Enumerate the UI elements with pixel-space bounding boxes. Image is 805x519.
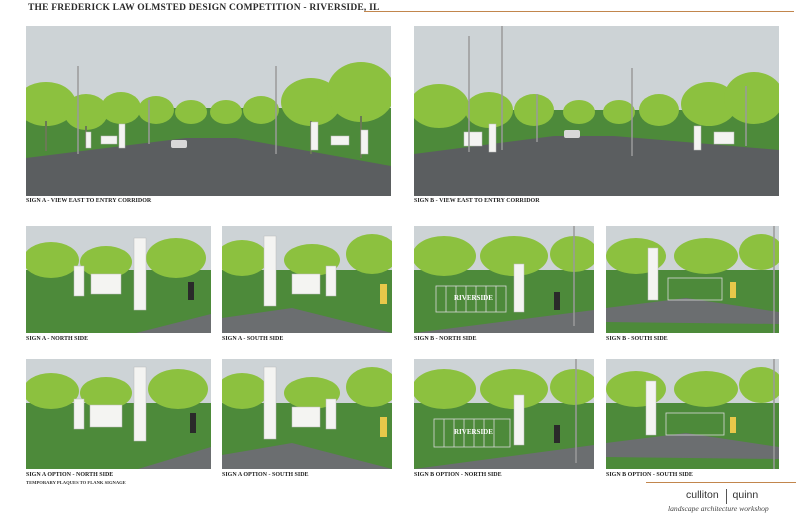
caption-sign-a-option-north: SIGN A OPTION - NORTH SIDE [26, 472, 114, 478]
caption-sign-b-north: SIGN B - NORTH SIDE [414, 336, 477, 342]
caption-sign-a-south: SIGN A - SOUTH SIDE [222, 336, 284, 342]
sign-b-view-render [414, 26, 779, 196]
sign-a-view-render [26, 26, 391, 196]
logo-separator [726, 489, 727, 504]
panel-sign-b-north: RIVERSIDE [414, 226, 594, 333]
riverside-sign-text: RIVERSIDE [454, 294, 493, 302]
panel-sign-a-option-north [26, 359, 211, 469]
note-temporary-plaques: TEMPORARY PLAQUES TO FLANK SIGNAGE [26, 480, 126, 485]
title-divider [364, 11, 794, 12]
panel-sign-b-option-south [606, 359, 779, 469]
panel-sign-a-option-south [222, 359, 392, 469]
logo-name-left: culliton [686, 489, 719, 501]
caption-sign-a-north: SIGN A - NORTH SIDE [26, 336, 89, 342]
panel-sign-b-view-east [414, 26, 779, 196]
panel-sign-a-south [222, 226, 392, 333]
panel-sign-a-north [26, 226, 211, 333]
page-title: THE FREDERICK LAW OLMSTED DESIGN COMPETI… [28, 3, 380, 13]
logo-name-right: quinn [732, 489, 759, 501]
logo-wordmark: culliton quinn [686, 489, 758, 501]
logo-divider [646, 482, 796, 483]
caption-sign-a-option-south: SIGN A OPTION - SOUTH SIDE [222, 472, 309, 478]
caption-sign-a-view: SIGN A - VIEW EAST TO ENTRY CORRIDOR [26, 198, 152, 204]
panel-sign-b-south [606, 226, 779, 333]
caption-sign-b-view: SIGN B - VIEW EAST TO ENTRY CORRIDOR [414, 198, 540, 204]
caption-sign-b-south: SIGN B - SOUTH SIDE [606, 336, 668, 342]
riverside-option-sign-text: RIVERSIDE [454, 428, 493, 436]
caption-sign-b-option-south: SIGN B OPTION - SOUTH SIDE [606, 472, 693, 478]
panel-sign-b-option-north: RIVERSIDE [414, 359, 594, 469]
caption-sign-b-option-north: SIGN B OPTION - NORTH SIDE [414, 472, 502, 478]
panel-sign-a-view-east [26, 26, 391, 196]
logo-subtitle: landscape architecture workshop [668, 504, 769, 513]
